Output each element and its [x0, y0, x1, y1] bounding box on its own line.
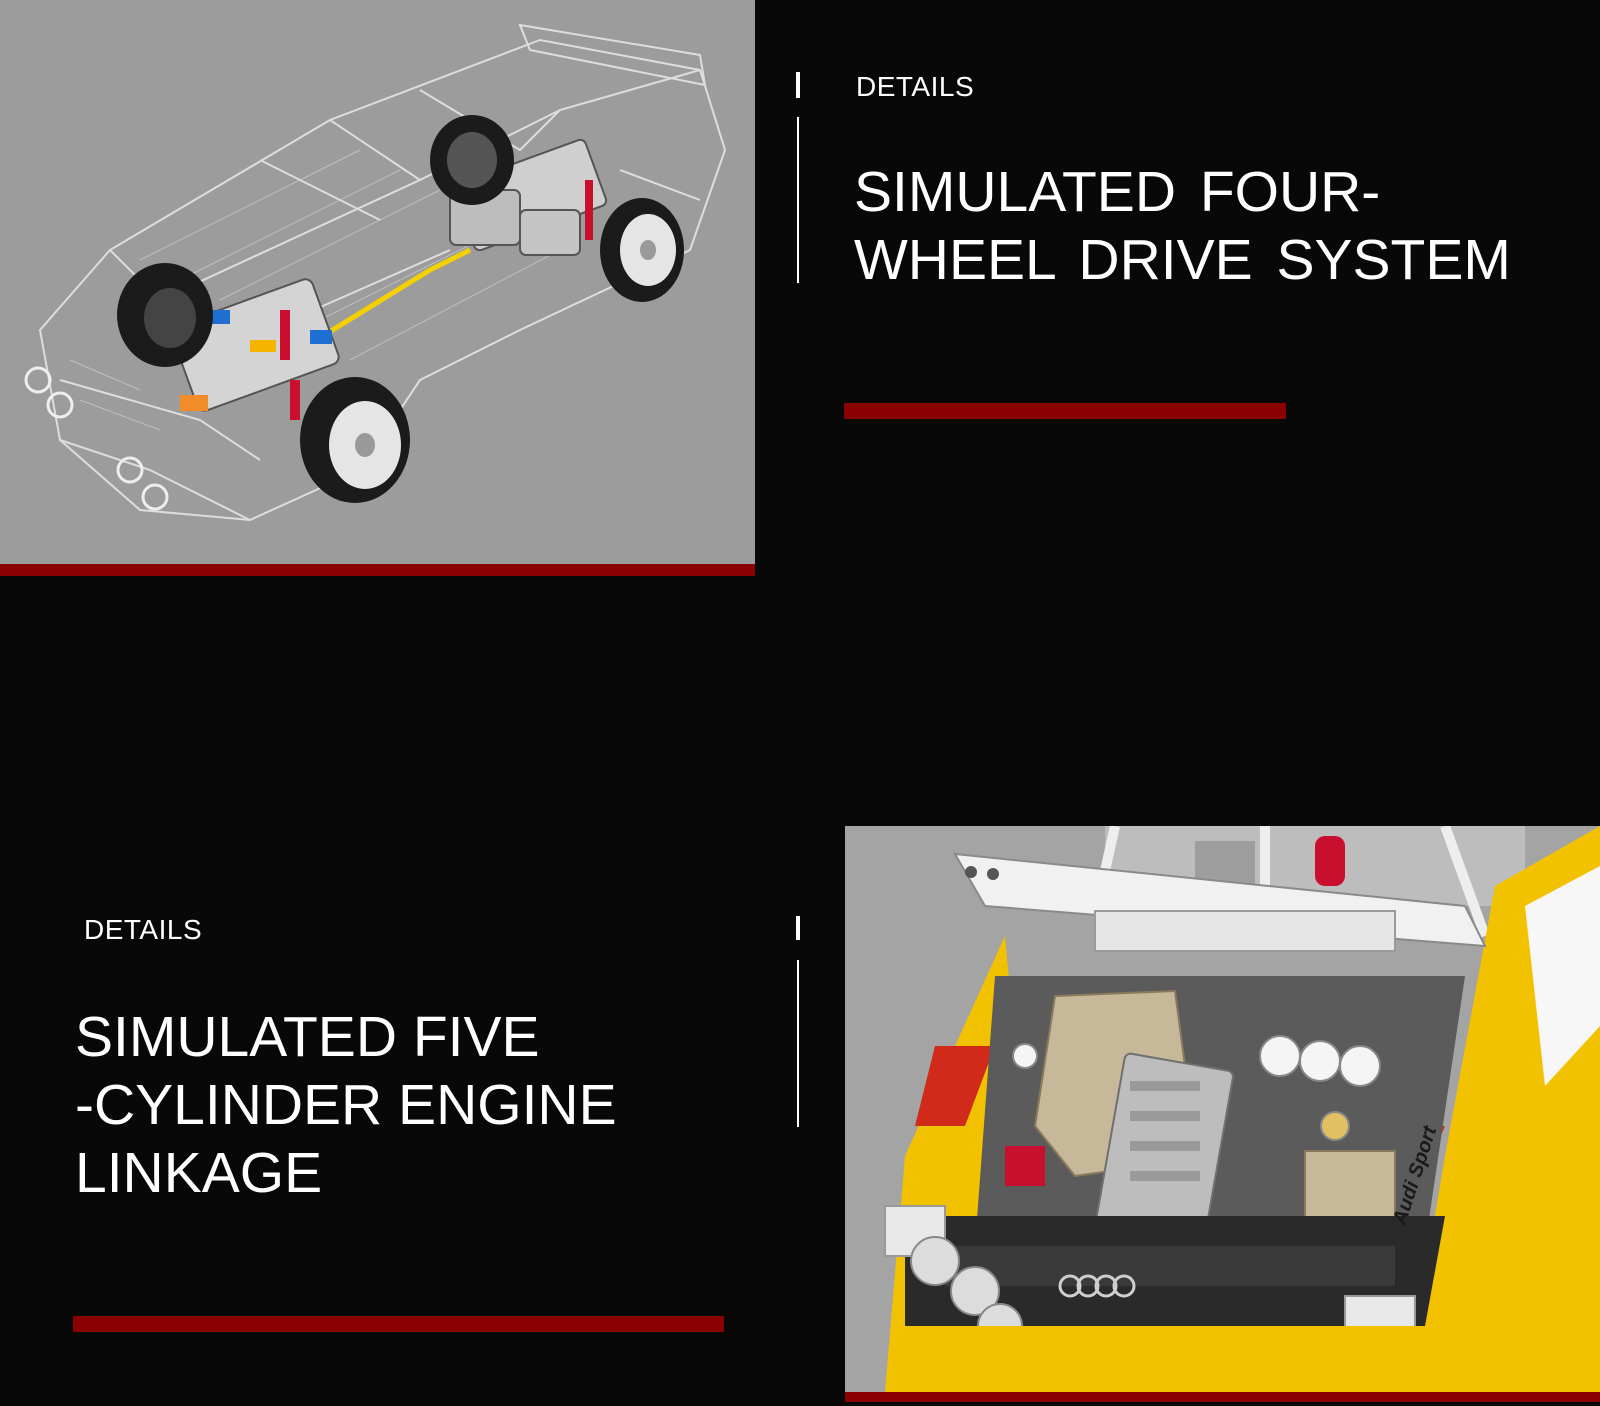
engine-product-image: Audi Sport [845, 826, 1600, 1392]
accent-bar [73, 1316, 724, 1332]
chassis-product-image [0, 0, 755, 564]
image-underline-bar [0, 564, 755, 576]
feature-title-line: WHEEL DRIVE SYSTEM [854, 228, 1511, 292]
section-marker [796, 916, 800, 940]
feature-title-line: LINKAGE [75, 1141, 323, 1205]
image-underline-bar [845, 1392, 1600, 1402]
engine-bay-illustration: Audi Sport [884, 826, 1600, 1392]
feature-title-line: SIMULATED FOUR- [854, 160, 1381, 224]
chassis-illustration [24, 23, 727, 522]
feature-title: SIMULATED FIVE -CYLINDER ENGINE LINKAGE [75, 1003, 617, 1207]
section-marker [796, 72, 800, 98]
feature-title: SIMULATED FOUR- WHEEL DRIVE SYSTEM [854, 158, 1511, 294]
section-label: DETAILS [856, 71, 975, 102]
feature-title-line: SIMULATED FIVE [75, 1005, 540, 1069]
vertical-divider [797, 960, 799, 1127]
section-label: DETAILS [84, 914, 203, 945]
accent-bar [844, 403, 1286, 419]
feature-title-line: -CYLINDER ENGINE [75, 1073, 617, 1137]
vertical-divider [797, 117, 799, 283]
